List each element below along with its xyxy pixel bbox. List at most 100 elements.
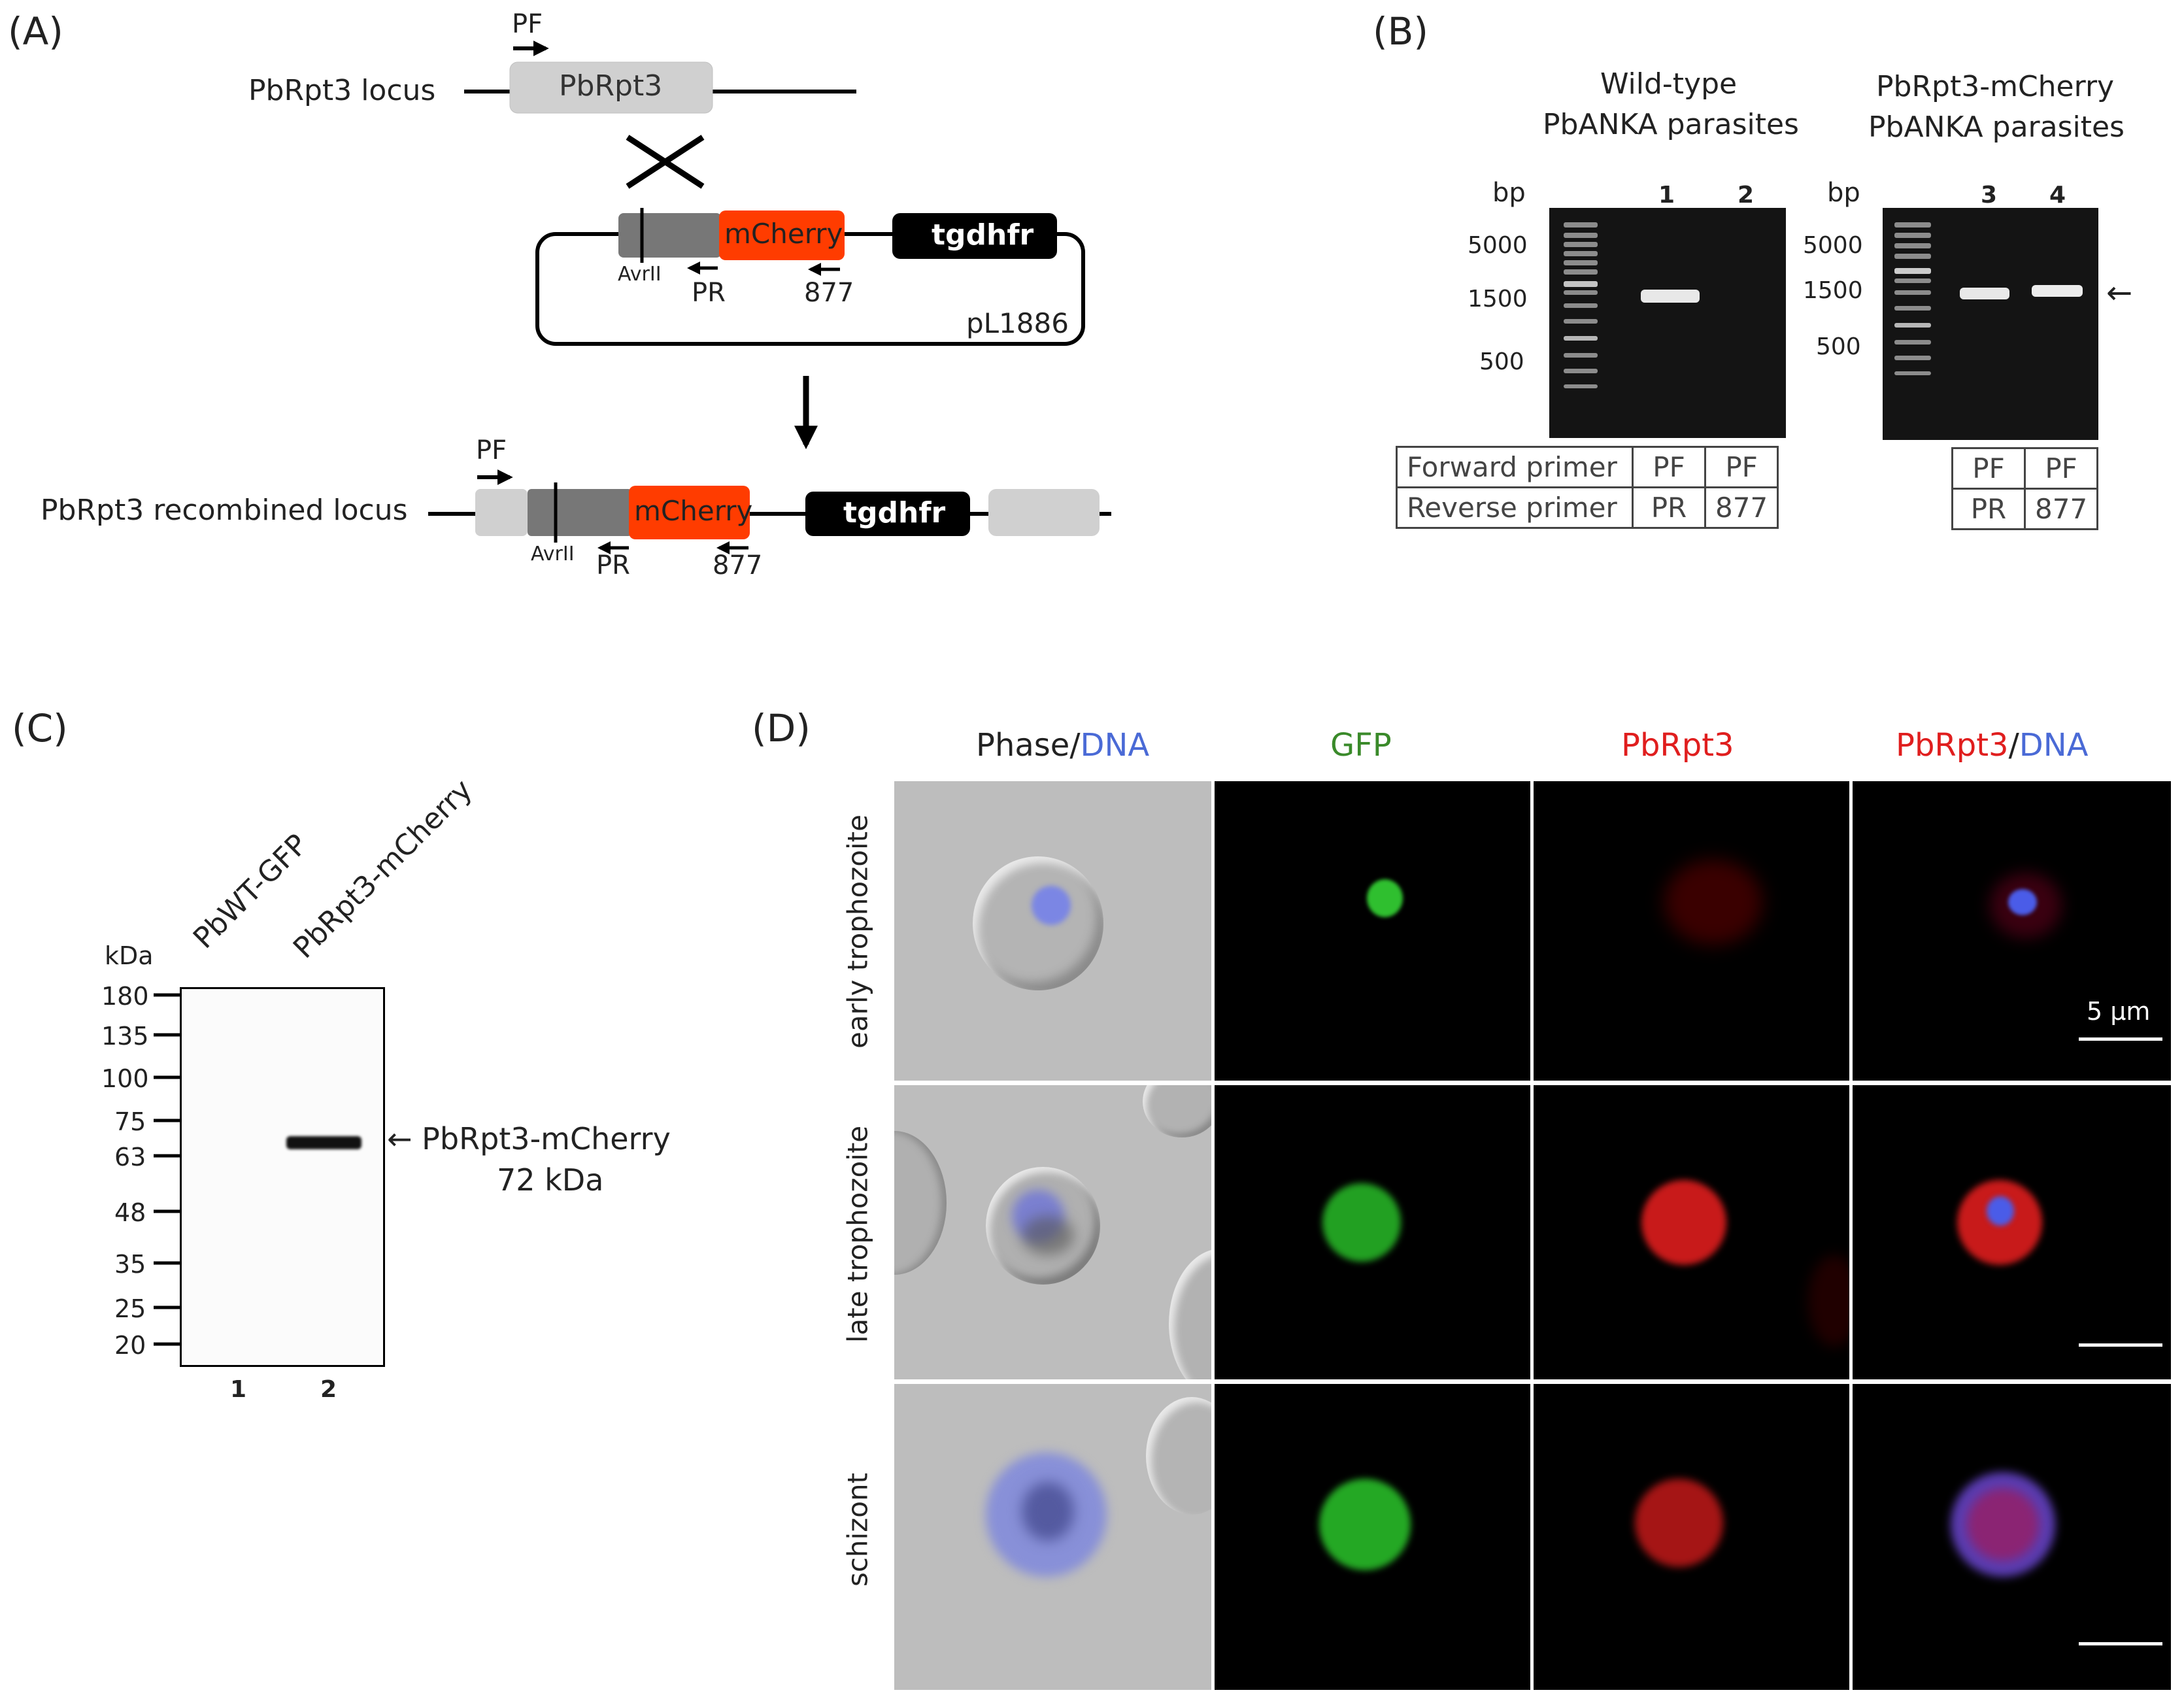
primer-table-mc: PF PF PR 877 [1951,447,2099,530]
panel-a-construct-diagram [428,41,1111,554]
img-early-rpt3 [1534,781,1849,1081]
img-early-phase [894,781,1211,1081]
blot-lane-2: 2 [320,1376,337,1403]
lane-4-number: 4 [2049,182,2066,209]
wt-table-reverse: Reverse primer [1396,486,1634,529]
recomb-homology-box [528,489,632,536]
panel-d-label: (D) [752,706,811,750]
recomb-mcherry-box [629,486,750,539]
bp-label-mc: bp [1827,178,1860,208]
panel-b-label: (B) [1373,9,1429,54]
kda-63: 63 [114,1143,146,1171]
col-slash-text: / [1069,727,1081,764]
crossover-line-2 [626,135,705,189]
panel-c-label: (C) [12,706,68,750]
pr-label-plasmid: PR [692,278,726,308]
wt-marker-5000: 5000 [1468,232,1528,259]
recomb-tgdhfr-label: tgdhfr [843,496,946,530]
gel-mc-bands [1894,222,2083,375]
label-877-recomb: 877 [713,550,763,581]
gel-wild-type [1549,208,1786,438]
mc-title-1: PbRpt3-mCherry [1876,70,2115,103]
kda-20: 20 [114,1331,146,1360]
locus-label: PbRpt3 locus [248,74,436,107]
col-header-gfp: GFP [1330,727,1392,764]
recomb-tgdhfr-box [805,492,970,536]
gel-band-arrow: ← [2106,275,2133,311]
gene-box-label: PbRpt3 [559,69,663,103]
img-early-merge: 5 µm [1853,781,2171,1081]
primer-pf-top: PF [512,9,543,39]
western-blot [180,987,385,1367]
kda-180: 180 [101,982,149,1011]
wt-table-pf-2: PF [1704,446,1779,488]
plasmid-mcherry-label: mCherry [724,218,843,250]
plasmid-tgdhfr-box [892,213,1057,259]
gel-wt-bands [1564,222,1700,388]
mc-lane-4-band [2032,285,2083,297]
wt-marker-500: 500 [1479,348,1524,375]
mc-table-pr: PR [1951,488,2026,530]
img-early-gfp [1215,781,1530,1081]
col-dna-text: DNA [1080,727,1150,764]
col-rpt3b-text: PbRpt3 [1896,727,2009,764]
blot-lane-1: 1 [230,1376,247,1403]
img-schizont-merge [1853,1384,2171,1690]
recomb-grey-left [475,489,528,536]
col-dna2-text: DNA [2019,727,2089,764]
mc-marker-1500: 1500 [1803,277,1863,304]
img-schizont-gfp [1215,1384,1530,1690]
wt-marker-1500: 1500 [1468,286,1528,312]
lane-2-number: 2 [1738,182,1755,209]
micrograph-grid: 5 µm [894,781,2171,1690]
recomb-grey-right [988,489,1100,536]
kda-48: 48 [114,1198,146,1227]
recomb-mcherry-label: mCherry [634,495,753,527]
scale-bar-late [2079,1343,2162,1347]
img-late-phase [894,1085,1211,1379]
col-header-pbrpt3: PbRpt3 [1621,727,1734,764]
lane-name-mcherry: PbRpt3-mCherry [286,773,479,965]
mc-table-pf-2: PF [2023,447,2099,490]
mc-title-2: PbANKA parasites [1868,110,2125,144]
img-schizont-rpt3 [1534,1384,1849,1690]
panel-a-label: (A) [8,9,63,54]
scale-bar-early [2079,1037,2162,1041]
img-late-merge [1853,1085,2171,1379]
plasmid-tgdhfr-label: tgdhfr [932,218,1034,252]
col-header-phase-dna: Phase/DNA [976,727,1149,764]
band-label-2: 72 kDa [497,1162,604,1198]
label-877-plasmid: 877 [804,278,854,308]
blot-band-mcherry [286,1136,361,1149]
wt-title-1: Wild-type [1600,67,1738,101]
row-label-early: early trophozoite [841,815,874,1049]
plasmid-homology-box [618,213,722,258]
img-schizont-phase [894,1384,1211,1690]
mc-table-877: 877 [2023,488,2099,530]
row-label-schizont: schizont [841,1472,874,1587]
primer-pf-recomb: PF [476,435,507,465]
wt-lane-1-band [1641,290,1700,303]
wt-table-877: 877 [1704,486,1779,529]
pr-label-recomb: PR [596,550,630,581]
gene-box [509,61,713,114]
row-label-late: late trophozoite [841,1125,874,1343]
wt-table-pf-1: PF [1632,446,1706,488]
avrii-label-plasmid: AvrII [618,263,662,286]
mc-table-pf-1: PF [1951,447,2026,490]
primer-table-wt: Forward primer PF PF Reverse primer PR 8… [1396,446,1779,529]
bp-label-wt: bp [1492,178,1526,208]
col-header-pbrpt3-dna: PbRpt3/DNA [1896,727,2088,764]
scale-label: 5 µm [2087,997,2151,1026]
mc-lane-3-band [1960,288,2009,299]
plasmid-name: pL1886 [966,307,1069,339]
col-slash2-text: / [2008,727,2019,764]
scale-bar-schizont [2079,1642,2162,1645]
wt-table-pr: PR [1632,486,1706,529]
kda-100: 100 [101,1064,149,1093]
band-label-1: ← PbRpt3-mCherry [387,1121,671,1156]
wt-table-forward: Forward primer [1396,446,1634,488]
gel-mcherry [1883,208,2098,440]
img-late-gfp [1215,1085,1530,1379]
img-late-rpt3 [1534,1085,1849,1379]
